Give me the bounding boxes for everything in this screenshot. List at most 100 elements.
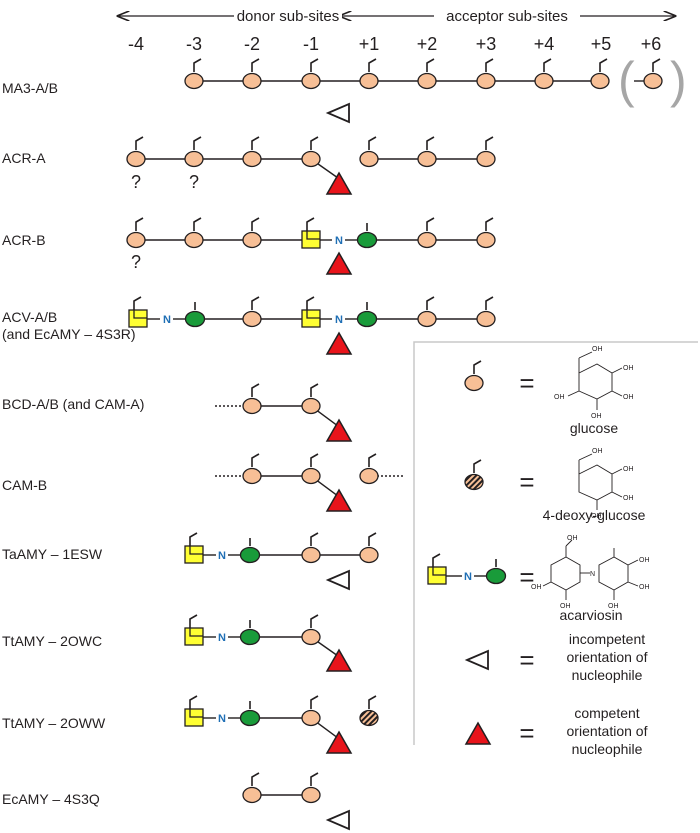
glucose-unit — [417, 217, 437, 249]
legend-competent-line1: competent — [574, 705, 639, 721]
glucose-unit — [242, 58, 262, 90]
glucose-unit — [242, 383, 262, 415]
uncertain-mark: ? — [189, 172, 199, 192]
legend-glucose-icon — [464, 360, 484, 392]
glucose-unit — [242, 296, 262, 328]
nitrogen-label: N — [335, 314, 343, 326]
glucose-unit — [301, 614, 321, 646]
acarviosin-ring-unit — [128, 296, 148, 328]
competent-nucleophile-triangle — [326, 419, 352, 442]
glucose-unit — [476, 217, 496, 249]
glucose-unit — [184, 136, 204, 168]
glucose-unit — [301, 383, 321, 415]
row-label: TtAMY – 2OWC — [2, 633, 102, 649]
svg-text:OH: OH — [592, 346, 603, 353]
glucose-unit — [534, 58, 554, 90]
glucose-unit — [643, 58, 663, 90]
glucose-unit — [476, 58, 496, 90]
legend-incompetent-triangle-icon — [466, 650, 489, 670]
row-ma3: ( ) — [184, 52, 687, 123]
acarviosin-ring-unit — [301, 296, 321, 328]
deoxy-glucose-unit — [359, 695, 379, 727]
subsite-label: +1 — [359, 34, 380, 54]
glucose-unit — [359, 532, 379, 564]
row-cam-b — [215, 453, 405, 512]
glucose-unit — [126, 217, 146, 249]
legend-equals: = — [519, 467, 534, 497]
row-bcd — [215, 383, 352, 442]
svg-text:OH: OH — [592, 448, 603, 455]
glucose-unit — [126, 136, 146, 168]
acarviosin-ring-unit — [184, 695, 204, 727]
incompetent-nucleophile-triangle — [327, 103, 350, 123]
row-labels: MA3-A/B ACR-A ACR-B ACV-A/B (and EcAMY –… — [2, 80, 144, 807]
nitrogen-label: N — [218, 550, 226, 562]
legend-equals: = — [519, 645, 534, 675]
legend-competent-triangle-icon — [465, 722, 491, 745]
glucose-unit — [301, 532, 321, 564]
subsite-label: +3 — [476, 34, 497, 54]
row-ecamy-4s3q — [242, 772, 350, 830]
glucose-unit — [301, 453, 321, 485]
deoxy-structure-labels: OH OH OH OH — [591, 448, 634, 520]
svg-text:OH: OH — [567, 535, 578, 542]
row-acr-a: ? ? — [126, 136, 496, 195]
competent-nucleophile-triangle — [326, 172, 352, 195]
svg-text:OH: OH — [623, 495, 634, 502]
svg-text:OH: OH — [554, 394, 565, 401]
incompetent-nucleophile-triangle — [327, 810, 350, 830]
open-paren: ( — [618, 52, 635, 108]
glucose-unit — [476, 136, 496, 168]
row-label: ACR-B — [2, 232, 46, 248]
glucose-unit — [301, 58, 321, 90]
glucose-unit — [590, 58, 610, 90]
acceptor-label: acceptor sub-sites — [446, 8, 568, 25]
competent-nucleophile-triangle — [326, 252, 352, 275]
competent-nucleophile-triangle — [326, 489, 352, 512]
legend-competent-line2: orientation of — [567, 723, 648, 739]
row-label-secondary: (and EcAMY – 4S3R) — [2, 326, 136, 342]
legend-acarviosin-label: acarviosin — [559, 607, 622, 623]
legend-acarviosin-ring-icon — [427, 553, 447, 585]
svg-text:N: N — [590, 571, 595, 578]
green-ring-unit — [239, 619, 261, 646]
green-ring-unit — [356, 301, 378, 328]
legend-glucose-label: glucose — [570, 420, 618, 436]
glucose-unit — [359, 453, 379, 485]
glucose-structure-labels: OH OH OH OH OH — [554, 346, 634, 420]
glucose-unit — [184, 217, 204, 249]
svg-text:OH: OH — [591, 513, 602, 520]
competent-nucleophile-triangle — [326, 649, 352, 672]
legend-incompetent-line3: nucleophile — [572, 667, 643, 683]
glucose-unit — [301, 772, 321, 804]
acarviosin-ring-unit — [301, 217, 321, 249]
subsite-label: -4 — [128, 34, 144, 54]
legend-equals: = — [519, 562, 534, 592]
glucose-unit — [184, 58, 204, 90]
deoxy-glucose-structure-icon — [578, 453, 623, 510]
subsite-label: +4 — [534, 34, 555, 54]
uncertain-mark: ? — [131, 252, 141, 272]
nitrogen-label: N — [218, 632, 226, 644]
glucose-unit — [417, 296, 437, 328]
legend-nitrogen-label: N — [464, 571, 472, 583]
legend-deoxy-glucose-label: 4-deoxy-glucose — [543, 507, 646, 523]
glucose-unit — [417, 58, 437, 90]
close-paren: ) — [670, 52, 687, 108]
glucose-unit — [242, 453, 262, 485]
green-ring-unit — [239, 537, 261, 564]
nitrogen-label: N — [218, 713, 226, 725]
acarviosin-ring-unit — [184, 532, 204, 564]
row-ttamy-2owc: N — [184, 614, 352, 672]
legend-competent-line3: nucleophile — [572, 741, 643, 757]
acarviosin-ring-unit — [184, 614, 204, 646]
glucose-unit — [476, 296, 496, 328]
subsite-label: +6 — [641, 34, 662, 54]
glucose-unit — [359, 58, 379, 90]
incompetent-nucleophile-triangle — [327, 570, 350, 590]
row-label: ACR-A — [2, 150, 46, 166]
uncertain-mark: ? — [131, 172, 141, 192]
svg-text:OH: OH — [639, 557, 650, 564]
svg-text:OH: OH — [623, 394, 634, 401]
